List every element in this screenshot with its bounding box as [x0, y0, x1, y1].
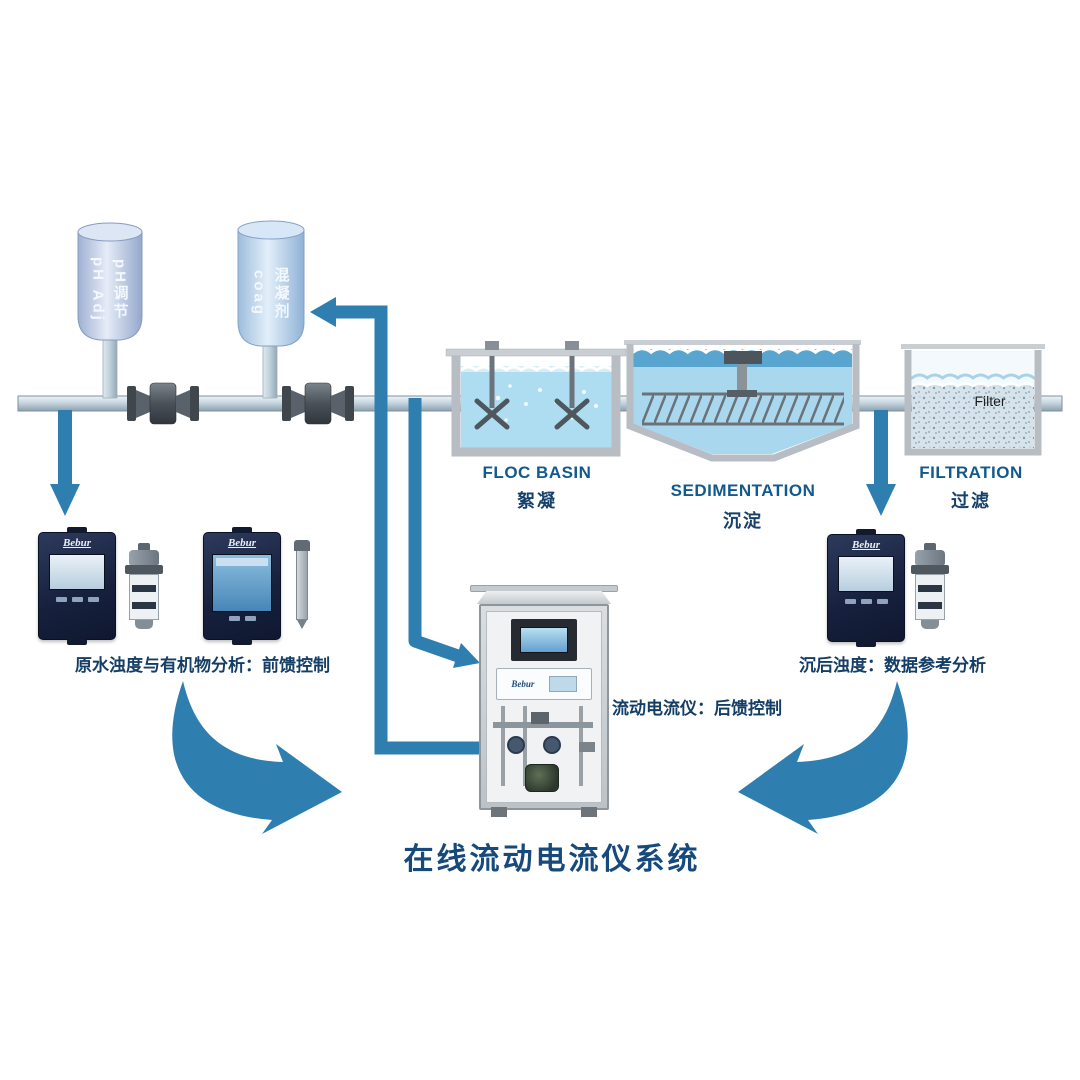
turbidity-sensor-right [910, 543, 950, 629]
pipe-valve-left-icon [127, 382, 199, 425]
curved-arrow-right-icon [738, 681, 908, 834]
cabinet-body: Bebur [479, 604, 609, 810]
tank-label-ph-en: pH Adj [89, 257, 107, 323]
filtration-graphic [901, 344, 1045, 456]
sedimentation-label-zh: 沉淀 [723, 511, 763, 531]
analyzer-buttons [204, 616, 280, 621]
analyzer-screen [49, 554, 105, 590]
cabinet-plumbing [487, 706, 601, 792]
sensor-body [915, 574, 945, 620]
cabinet-foot [581, 807, 597, 817]
controller-mini-screen [548, 676, 577, 692]
sensor-cap [915, 550, 945, 565]
cabinet-display-instrument [511, 619, 577, 661]
turbidity-analyzer-right: Bebur [827, 534, 905, 642]
turbidity-sensor-left [124, 543, 164, 629]
down-arrow-left-icon [50, 410, 80, 516]
filtration-label-zh: 过滤 [951, 491, 991, 511]
valve-knob-icon [543, 736, 561, 754]
coag-tank [237, 220, 305, 347]
analyzer-buttons [828, 599, 904, 604]
mixer-icon [554, 341, 590, 430]
valve-knob-icon [507, 736, 525, 754]
tank-label-ph: pH Adj pH调节 [80, 244, 140, 336]
sensor-body [129, 574, 159, 620]
sensor-tip [921, 620, 939, 629]
tank-label-coag-zh: 混凝剂 [272, 267, 290, 321]
diagram-title: 在线流动电流仪系统 [403, 843, 701, 876]
cabinet-display-screen [520, 627, 568, 653]
caption-feedforward: 原水浊度与有机物分析：前馈控制 [75, 656, 330, 675]
ph-tank-stem [102, 335, 118, 399]
cabinet-controller-module: Bebur [496, 668, 592, 700]
mixer-icon [474, 341, 510, 430]
curved-arrow-left-icon [172, 681, 342, 834]
floc-basin-graphic [445, 341, 627, 457]
sedimentation-graphic [624, 340, 861, 462]
pipe-valve-right-icon [282, 382, 354, 425]
sample-line-to-cabinet-arrow-icon [408, 398, 480, 668]
sensor-cap-nub [924, 543, 936, 550]
sensor-cap-nub [138, 543, 150, 550]
cabinet-foot [491, 807, 507, 817]
coag-tank-stem [262, 341, 278, 399]
caption-feedback: 流动电流仪：后馈控制 [612, 699, 782, 718]
filter-media-label: Filter [974, 393, 1006, 409]
ph-tank [77, 222, 143, 341]
brand-logo: Bebur [62, 537, 92, 549]
caption-reference: 沉后浊度：数据参考分析 [799, 656, 986, 675]
sensor-collar [911, 565, 949, 574]
sedimentation-label-en: SEDIMENTATION [670, 481, 816, 500]
tank-label-coag: coag 混凝剂 [240, 246, 302, 342]
brand-logo: Bebur [227, 537, 257, 549]
analyzer-buttons [39, 597, 115, 602]
brand-logo: Bebur [851, 539, 881, 551]
immersion-probe [294, 540, 310, 629]
tank-label-coag-en: coag [250, 270, 268, 318]
streaming-current-analyzer-cabinet: Bebur [470, 585, 618, 823]
feedback-dosing-arrow-icon [310, 297, 492, 755]
cabinet-inner-panel: Bebur [486, 611, 602, 803]
floc-basin-label-zh: 絮凝 [517, 491, 557, 511]
tank-label-ph-zh: pH调节 [111, 259, 129, 321]
brand-logo: Bebur [511, 679, 535, 689]
sensor-tip [135, 620, 153, 629]
cabinet-pump [525, 764, 559, 792]
down-arrow-right-icon [866, 410, 896, 516]
turbidity-analyzer-left: Bebur [38, 532, 116, 640]
organics-analyzer: Bebur [203, 532, 281, 640]
analyzer-screen [838, 556, 894, 592]
filtration-label-en: FILTRATION [919, 463, 1023, 482]
floc-basin-label-en: FLOC BASIN [482, 463, 592, 482]
sensor-cap [129, 550, 159, 565]
cabinet-roof [477, 591, 611, 604]
analyzer-touchscreen [212, 554, 272, 612]
sensor-collar [125, 565, 163, 574]
cabinet-roof-ridge [470, 585, 618, 592]
